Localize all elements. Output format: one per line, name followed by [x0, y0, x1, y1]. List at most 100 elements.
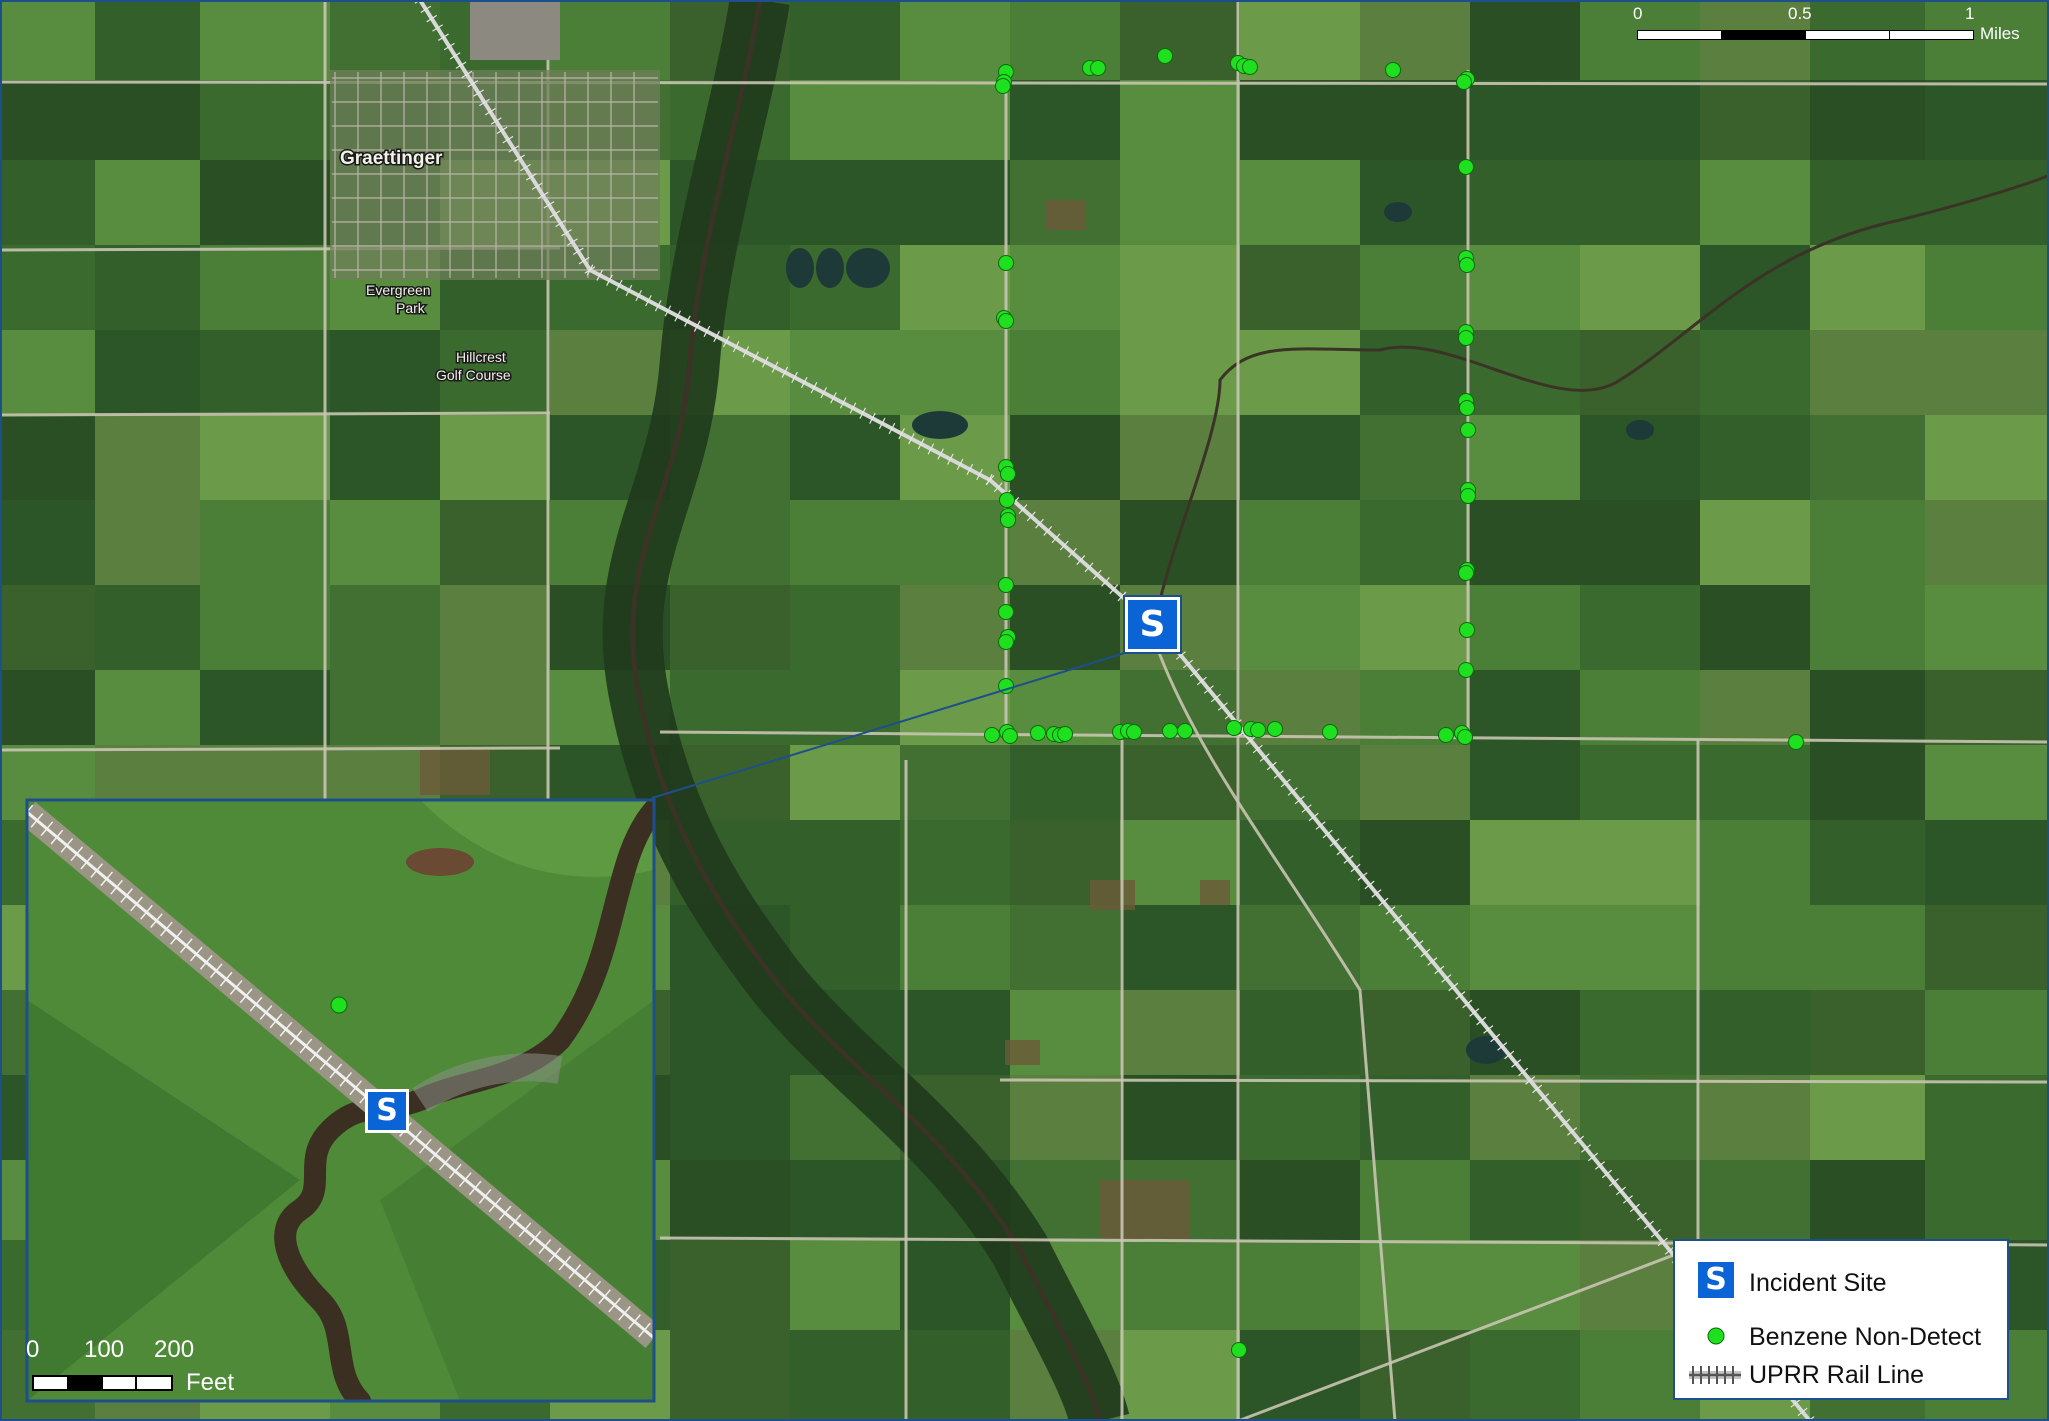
scale-label-half: 0.5 — [1788, 4, 1812, 23]
field-parcel — [1360, 0, 1470, 80]
rail-tie — [1196, 676, 1207, 686]
benzene-non-detect-point — [1459, 622, 1475, 638]
rail-tie — [1608, 1178, 1619, 1187]
field-parcel — [1810, 330, 1925, 415]
field-parcel — [0, 0, 95, 80]
inset-rail-tie — [598, 1289, 612, 1304]
benzene-non-detect-point — [1460, 488, 1476, 504]
rail-tie — [1035, 518, 1044, 529]
inset-rail-tie — [30, 812, 44, 828]
field-parcel — [1360, 415, 1470, 500]
benzene-non-detect-point — [1250, 722, 1266, 738]
rail-tie — [1175, 651, 1186, 660]
rail-tie — [561, 229, 572, 237]
rail-tie — [878, 417, 886, 429]
field-parcel — [790, 0, 900, 80]
pond — [912, 411, 968, 439]
field-parcel — [1925, 745, 2049, 820]
rail-tie — [549, 210, 561, 218]
rail-tie — [1594, 1161, 1605, 1170]
inset-rail-tie — [259, 1005, 273, 1020]
field-parcel — [1240, 245, 1360, 330]
field-parcel — [1120, 990, 1240, 1075]
field-parcel — [900, 160, 1010, 245]
field-parcel — [1925, 330, 2049, 415]
benzene-non-detect-point — [1002, 728, 1018, 744]
field-parcel — [1360, 330, 1470, 415]
rail-tie — [473, 89, 485, 97]
rail-tie — [1553, 1110, 1564, 1119]
benzene-non-detect-point — [1458, 330, 1474, 346]
field-parcel — [330, 0, 440, 80]
pond — [1626, 420, 1654, 440]
field-parcel — [1700, 1075, 1810, 1160]
rail-tie — [1420, 948, 1431, 958]
rail-tie — [586, 264, 594, 276]
field-parcel — [200, 160, 330, 245]
field-parcel — [1360, 1240, 1470, 1330]
rail-tie — [820, 387, 828, 399]
rail-tie — [693, 320, 701, 332]
field-parcel — [1925, 160, 2049, 245]
field-parcel — [1580, 820, 1700, 905]
field-parcel — [440, 500, 550, 585]
incident-site-marker[interactable]: S — [1123, 595, 1182, 654]
label-golf-course: Golf Course — [436, 367, 511, 383]
creek — [1158, 173, 2049, 601]
field-parcel — [1360, 80, 1470, 160]
benzene-non-detect-point — [1458, 662, 1474, 678]
rail-tie — [888, 422, 896, 435]
road-segment — [1237, 1243, 1701, 1421]
rail-tie — [966, 463, 974, 476]
rail-tie — [1182, 659, 1193, 669]
rail-tie — [1560, 1118, 1571, 1128]
rail-tie — [1476, 1016, 1487, 1026]
benzene-non-detect-point — [1456, 74, 1472, 90]
inset-map[interactable] — [21, 798, 656, 1403]
rail-tie — [455, 61, 467, 69]
field-parcel — [1925, 1160, 2049, 1240]
field-parcel — [1010, 745, 1120, 820]
field-parcel — [790, 585, 900, 670]
field-parcel — [1810, 1075, 1925, 1160]
pond — [1384, 202, 1412, 222]
rail-tie — [908, 433, 915, 445]
field-parcel — [0, 245, 95, 330]
field-parcel — [1240, 905, 1360, 990]
field-parcel — [1240, 160, 1360, 245]
pond — [816, 248, 844, 288]
field-parcel — [1925, 245, 2049, 330]
rail-tie — [830, 392, 837, 404]
scale-bar-feet: 0 100 200 Feet — [26, 1336, 235, 1396]
rail-tie — [742, 346, 750, 358]
rail-tie — [1084, 562, 1094, 573]
field-parcel — [900, 330, 1010, 415]
inset-rail-tie — [170, 929, 183, 945]
field-parcel — [420, 750, 490, 795]
field-parcel — [1700, 330, 1810, 415]
rail-tie — [1252, 744, 1263, 754]
benzene-non-detect-point — [1226, 720, 1242, 736]
rail-tie — [1497, 1042, 1508, 1051]
inset-incident-site-marker[interactable]: S — [365, 1089, 409, 1133]
label-park: Park — [396, 300, 426, 316]
rail-tie — [664, 305, 672, 317]
inset-rail-tie — [468, 1180, 482, 1196]
inset-rail-tie — [199, 955, 213, 970]
rail-tie — [1280, 778, 1291, 788]
inset-rail-tie — [548, 1247, 562, 1263]
rail-tie — [432, 24, 443, 32]
inset-rail-tie — [638, 1322, 651, 1338]
benzene-non-detect-point — [1438, 727, 1454, 743]
inset-rail-tie — [409, 1130, 422, 1146]
benzene-non-detect-point — [1385, 62, 1401, 78]
inset-rail-tie — [498, 1205, 512, 1221]
scale-bar-miles: 0 0.5 1 Miles — [1630, 4, 2040, 44]
rail-tie — [723, 335, 730, 348]
rail-tie — [1399, 923, 1410, 932]
benzene-non-detect-point — [1267, 721, 1283, 737]
field-parcel — [1120, 500, 1240, 585]
rail-tie — [993, 482, 1003, 493]
